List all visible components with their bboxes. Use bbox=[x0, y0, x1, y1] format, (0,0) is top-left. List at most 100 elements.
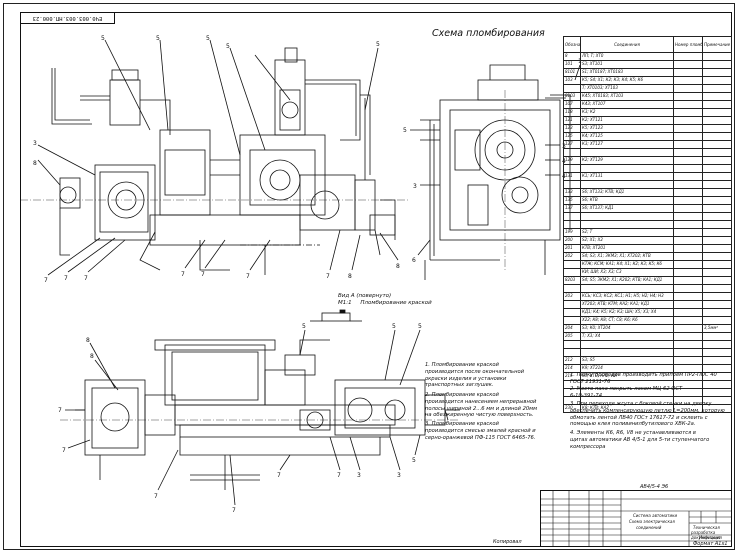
callout: 3 bbox=[397, 472, 401, 479]
table-cell bbox=[673, 260, 703, 269]
callout: 3 bbox=[33, 140, 37, 147]
table-row: Х22; К8; К8; СТ; С8; К6; К6 bbox=[563, 316, 732, 325]
view-a-title: Вид А (повернуто) bbox=[338, 293, 392, 299]
table-cell: 125 bbox=[563, 132, 581, 141]
table-row bbox=[563, 164, 732, 173]
table-row bbox=[563, 180, 732, 189]
table-cell bbox=[580, 148, 674, 157]
table-header-row: Обозначение звена Соединения Номер пломб… bbox=[563, 36, 732, 53]
table-cell: 8103 bbox=[563, 92, 581, 101]
right-note-4: 4. Элементы К6, R6, V8 не устанавливаютс… bbox=[570, 430, 710, 450]
table-cell: 131 bbox=[563, 172, 581, 181]
table-cell bbox=[702, 132, 732, 141]
table-cell: 103 bbox=[563, 76, 581, 85]
table-cell bbox=[673, 124, 703, 133]
table-cell bbox=[580, 340, 674, 349]
table-cell: 107 bbox=[563, 100, 581, 109]
callout: 7 bbox=[201, 271, 205, 278]
table-cell bbox=[673, 52, 703, 61]
table-cell bbox=[673, 236, 703, 245]
table-cell bbox=[673, 108, 703, 117]
table-row bbox=[563, 340, 732, 349]
table-cell bbox=[702, 300, 732, 309]
table-cell bbox=[673, 140, 703, 149]
table-cell bbox=[673, 220, 703, 229]
table-cell bbox=[702, 340, 732, 349]
table-cell bbox=[702, 236, 732, 245]
table-cell: S4; S5; ЗКМ2; Х1; К202; КТВ; КА1; КД1 bbox=[580, 276, 674, 285]
table-row: Т; ХТ0103; ХТ103 bbox=[563, 84, 732, 93]
callout: 8 bbox=[396, 263, 400, 270]
stamp-format: Формат A1x1 bbox=[693, 541, 728, 547]
table-cell: КТЖ; КСМ; КА1; К4; Х1; К2; К3; К5; К6 bbox=[580, 260, 674, 269]
table-cell bbox=[563, 316, 581, 325]
table-cell: К4; ХТ125 bbox=[580, 132, 674, 141]
table-cell bbox=[702, 76, 732, 85]
callout: 6 bbox=[412, 257, 416, 264]
table-row: ХТ203; КТВ; КТМ; КА2; КА1; КД1 bbox=[563, 300, 732, 309]
right-note-3: 3. При переходе жгута с боковой стенки н… bbox=[570, 401, 725, 428]
table-cell: 203 bbox=[563, 292, 581, 301]
table-cell bbox=[580, 212, 674, 221]
table-cell bbox=[673, 196, 703, 205]
table-cell bbox=[702, 124, 732, 133]
table-cell: S3; ХТ101 bbox=[580, 60, 674, 69]
table-cell bbox=[673, 84, 703, 93]
table-cell bbox=[673, 316, 703, 325]
table-cell bbox=[702, 148, 732, 157]
table-cell: КД1; К4; К5; К2; К3; ШН; Х5; Х3; Х4 bbox=[580, 308, 674, 317]
table-cell: К2; ХТ129 bbox=[580, 156, 674, 165]
callout: 7 bbox=[246, 273, 250, 280]
table-cell: 121 bbox=[563, 116, 581, 125]
table-cell bbox=[702, 164, 732, 173]
table-cell bbox=[673, 212, 703, 221]
top-left-center-box bbox=[159, 129, 211, 216]
callout: 5 bbox=[392, 323, 396, 330]
table-cell: К1; ХТ131 bbox=[580, 172, 674, 181]
table-cell: ЛП; Т; ХТ0 bbox=[580, 52, 674, 61]
table-cell bbox=[673, 300, 703, 309]
callout: 5 bbox=[302, 323, 306, 330]
table-cell: 101 bbox=[563, 60, 581, 69]
table-cell bbox=[563, 164, 581, 173]
callout: 3 bbox=[357, 472, 361, 479]
table-cell bbox=[702, 348, 732, 357]
stamp-copied: Копировал bbox=[493, 539, 522, 545]
table-cell bbox=[702, 212, 732, 221]
callout: 7 bbox=[154, 493, 158, 500]
stamp-org-3: Инфицент bbox=[699, 535, 721, 540]
view-a-scale: М1:1 Пломбирование краской bbox=[338, 300, 432, 306]
table-cell: 200 bbox=[563, 236, 581, 245]
callout: 5 bbox=[376, 41, 380, 48]
table-row bbox=[563, 348, 732, 357]
table-cell bbox=[702, 332, 732, 341]
table-cell: 127 bbox=[563, 140, 581, 149]
table-cell bbox=[702, 356, 732, 365]
table-cell bbox=[673, 276, 703, 285]
table-cell: S3; S5 bbox=[580, 356, 674, 365]
table-header: Примечание bbox=[702, 36, 732, 53]
table-cell bbox=[702, 60, 732, 69]
table-cell: К5; S4; Х1; К2; К3; К4; К5; К6 bbox=[580, 76, 674, 85]
table-cell: К45; ХТ0183; ХТ103 bbox=[580, 92, 674, 101]
table-cell bbox=[702, 180, 732, 189]
table-cell bbox=[563, 84, 581, 93]
right-note-2: 2. Место пака покрыть лаком МЦ-62 ОСТ 6-… bbox=[570, 386, 683, 399]
callout: 5 bbox=[403, 127, 407, 134]
table-cell bbox=[563, 300, 581, 309]
callout: 7 bbox=[64, 275, 68, 282]
table-cell: 135 bbox=[563, 196, 581, 205]
table-cell: 202 bbox=[563, 252, 581, 261]
table-cell bbox=[673, 116, 703, 125]
table-header: Соединения bbox=[580, 36, 674, 53]
table-cell bbox=[673, 268, 703, 277]
